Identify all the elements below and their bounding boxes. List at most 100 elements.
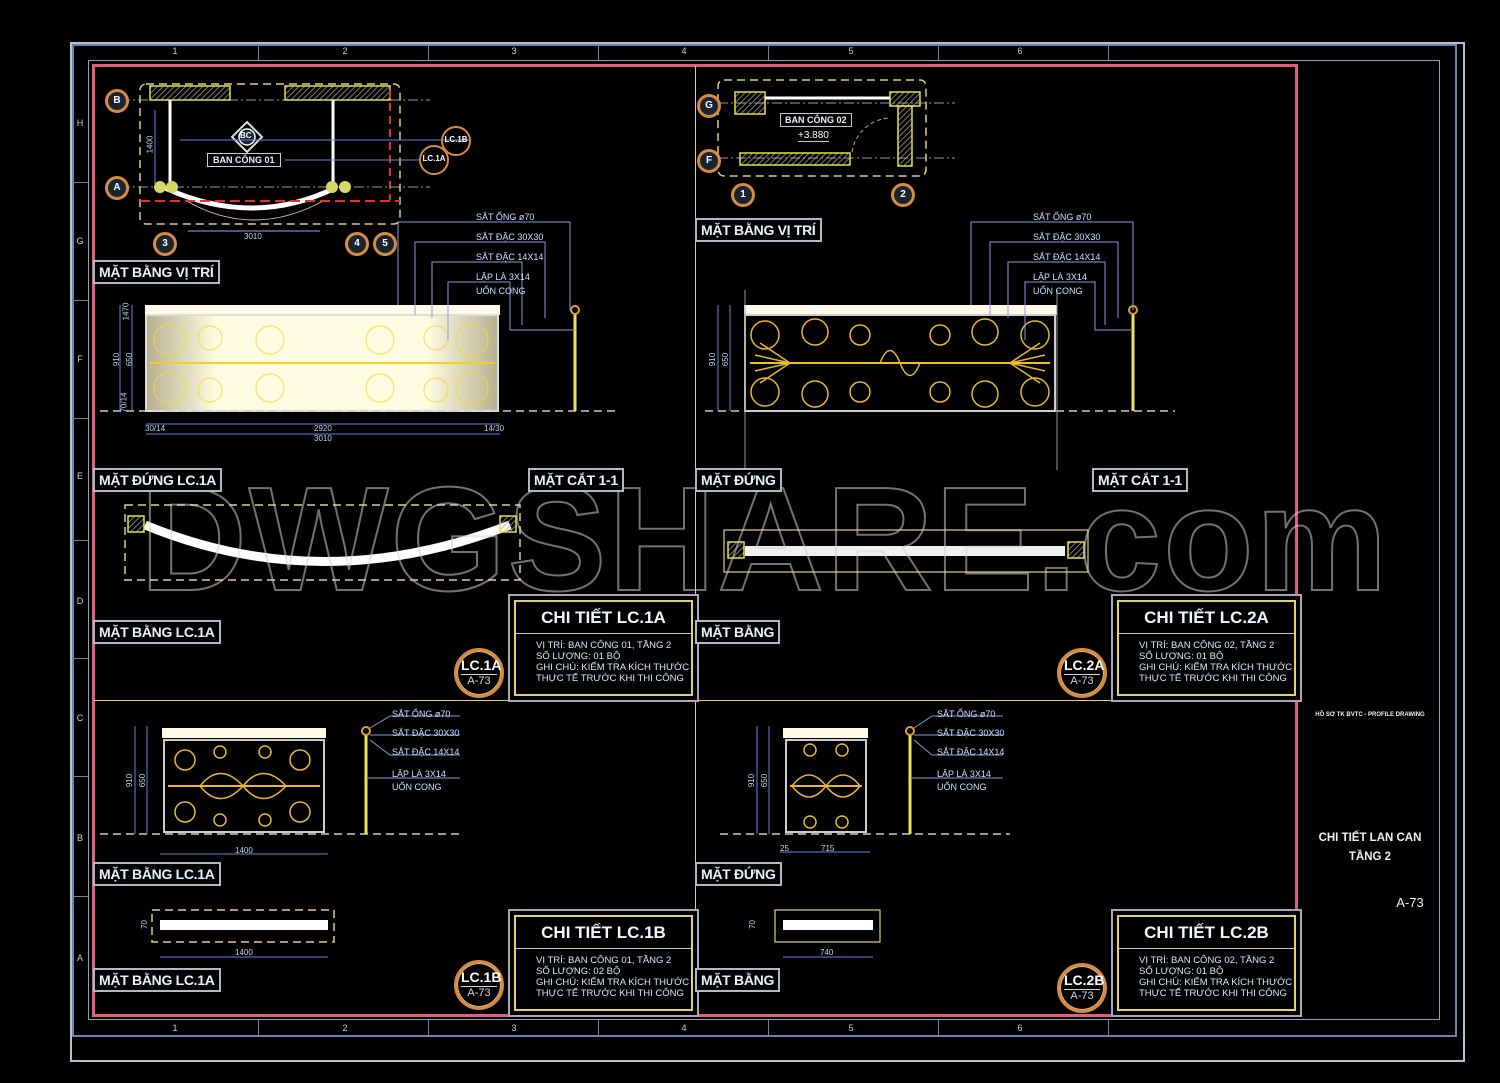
note-body: VỊ TRÍ: BAN CÔNG 02, TẦNG 2 SỐ LƯỢNG: 01… <box>1119 949 1294 1003</box>
column-label: 4 <box>681 1023 687 1033</box>
row-label: A <box>76 953 83 963</box>
dim-70: 70 <box>139 920 149 929</box>
column-label: 4 <box>681 46 687 56</box>
note-body: VỊ TRÍ: BAN CÔNG 02, TẦNG 2 SỐ LƯỢNG: 01… <box>1119 634 1294 688</box>
grid-tick <box>768 44 769 60</box>
balcony-label-02: BAN CÔNG 02 <box>780 113 852 127</box>
note-title: CHI TIẾT LC.1B <box>516 917 691 949</box>
grid-tick <box>428 44 429 60</box>
plan-position-lc2a <box>700 79 955 177</box>
view-label-elevation-lc1a: MẶT ĐỨNG LC.1A <box>93 468 223 492</box>
note-line: SỐ LƯỢNG: 02 BỘ <box>536 966 621 977</box>
grid-bubble-4: 4 <box>345 232 369 256</box>
material-label: SẮT ỐNG ø70 <box>476 212 535 222</box>
note-line: SỐ LƯỢNG: 01 BỘ <box>536 651 621 662</box>
dim: 910 <box>125 773 135 788</box>
column-label: 3 <box>511 46 517 56</box>
material-label: SẮT ĐẶC 30X30 <box>937 728 1005 738</box>
grid-tick <box>72 300 88 301</box>
grid-tick <box>72 182 88 183</box>
grid-tick <box>1108 1020 1109 1036</box>
bubble-tag: LC.1A <box>461 657 502 675</box>
level-mark: +3.880 <box>798 130 829 142</box>
detail-bubble-lc2a: LC.2A A-73 <box>1057 648 1107 698</box>
material-label: SẮT ỐNG ø70 <box>1033 212 1092 222</box>
detail-bubble-lc2b: LC.2B A-73 <box>1057 963 1107 1013</box>
bubble-sheet: A-73 <box>467 987 491 999</box>
note-title: CHI TIẾT LC.2A <box>1119 602 1294 634</box>
dim: 650 <box>125 352 135 367</box>
column-label: 6 <box>1017 46 1023 56</box>
dim-3010: 3010 <box>244 232 262 241</box>
row-label: G <box>76 236 84 246</box>
section-lc2a <box>723 529 1089 573</box>
dim: 910 <box>112 352 122 367</box>
plan-lc2b <box>774 909 881 958</box>
plan-lc1b <box>151 909 335 958</box>
panel-divider-vertical <box>695 66 696 1016</box>
sheet-outer-frame <box>70 42 1465 1062</box>
bubble-sheet: A-73 <box>1070 990 1094 1002</box>
note-line: VỊ TRÍ: BAN CÔNG 01, TẦNG 2 <box>536 955 672 966</box>
elevation-lc2a <box>705 221 1175 470</box>
dim-total: 3010 <box>314 434 332 443</box>
callout-lc1a: LC.1A <box>419 145 449 175</box>
view-label-plan-position-lc2a: MẶT BẰNG VỊ TRÍ <box>695 218 822 242</box>
column-label: 1 <box>172 1023 178 1033</box>
dim: 2920 <box>314 424 332 433</box>
material-label: SẮT ĐẶC 14X14 <box>1033 252 1101 262</box>
material-label: SẮT ĐẶC 14X14 <box>937 747 1005 757</box>
section-lc1a <box>124 504 521 581</box>
note-line: SỐ LƯỢNG: 01 BỘ <box>1139 651 1224 662</box>
note-line: VỊ TRÍ: BAN CÔNG 01, TẦNG 2 <box>536 640 672 651</box>
grid-bubble-3: 3 <box>153 232 177 256</box>
bubble-tag: LC.1B <box>461 969 502 987</box>
detail-bubble-lc1b: LC.1B A-73 <box>454 960 504 1010</box>
detail-note-lc1a: CHI TIẾT LC.1A VỊ TRÍ: BAN CÔNG 01, TẦNG… <box>514 600 693 696</box>
material-label: UỐN CONG <box>392 782 442 792</box>
sheet-number: A-73 <box>1396 895 1424 910</box>
row-label: F <box>77 354 83 364</box>
grid-bubble-1: 1 <box>731 183 755 207</box>
note-line: GHI CHÚ: KIỂM TRA KÍCH THƯỚC <box>536 662 690 673</box>
note-body: VỊ TRÍ: BAN CÔNG 01, TẦNG 2 SỐ LƯỢNG: 02… <box>516 949 691 1003</box>
row-label: H <box>76 118 84 128</box>
grid-tick <box>72 776 88 777</box>
grid-tick <box>72 658 88 659</box>
view-label-elevation-lc2b: MẶT ĐỨNG <box>695 862 782 886</box>
grid-tick <box>72 540 88 541</box>
material-label: SẮT ỐNG ø70 <box>392 709 451 719</box>
view-label-plan-lc1a: MẶT BẰNG LC.1A <box>93 620 221 644</box>
row-label: C <box>76 713 84 723</box>
grid-bubble-5: 5 <box>373 232 397 256</box>
detail-note-lc2a: CHI TIẾT LC.2A VỊ TRÍ: BAN CÔNG 02, TẦNG… <box>1117 600 1296 696</box>
callout-lc1b: LC.1B <box>441 126 471 156</box>
dim: 70/14 <box>119 392 129 413</box>
elevation-lc1b <box>100 715 460 855</box>
column-label: 5 <box>848 1023 854 1033</box>
grid-tick <box>428 1020 429 1036</box>
view-label-elevation-lc2a: MẶT ĐỨNG <box>695 468 782 492</box>
note-line: GHI CHÚ: KIỂM TRA KÍCH THƯỚC <box>1139 977 1293 988</box>
row-label: D <box>76 596 84 606</box>
dim: 30/14 <box>145 424 166 433</box>
material-label: LẬP LÀ 3X14 <box>937 769 991 779</box>
bubble-sheet: A-73 <box>467 675 491 687</box>
plan-position-lc1a <box>120 83 470 232</box>
dim-715: 715 <box>821 844 835 853</box>
dim: 910 <box>747 773 757 788</box>
material-label: SẮT ĐẶC 14X14 <box>476 252 544 262</box>
note-title: CHI TIẾT LC.2B <box>1119 917 1294 949</box>
grid-bubble-a: A <box>105 176 129 200</box>
sheet-inner-frame <box>88 60 1440 1020</box>
material-label: SẮT ỐNG ø70 <box>937 709 996 719</box>
grid-tick <box>938 44 939 60</box>
column-label: 2 <box>342 1023 348 1033</box>
material-label: SẮT ĐẶC 30X30 <box>1033 232 1101 242</box>
row-label: E <box>76 471 83 481</box>
note-line: THỰC TẾ TRƯỚC KHI THI CÔNG <box>1139 673 1287 684</box>
detail-note-lc2b: CHI TIẾT LC.2B VỊ TRÍ: BAN CÔNG 02, TẦNG… <box>1117 915 1296 1011</box>
material-label: UỐN CONG <box>937 782 987 792</box>
view-label-plan-position-lc1a: MẶT BẰNG VỊ TRÍ <box>93 260 220 284</box>
note-body: VỊ TRÍ: BAN CÔNG 01, TẦNG 2 SỐ LƯỢNG: 01… <box>516 634 691 688</box>
